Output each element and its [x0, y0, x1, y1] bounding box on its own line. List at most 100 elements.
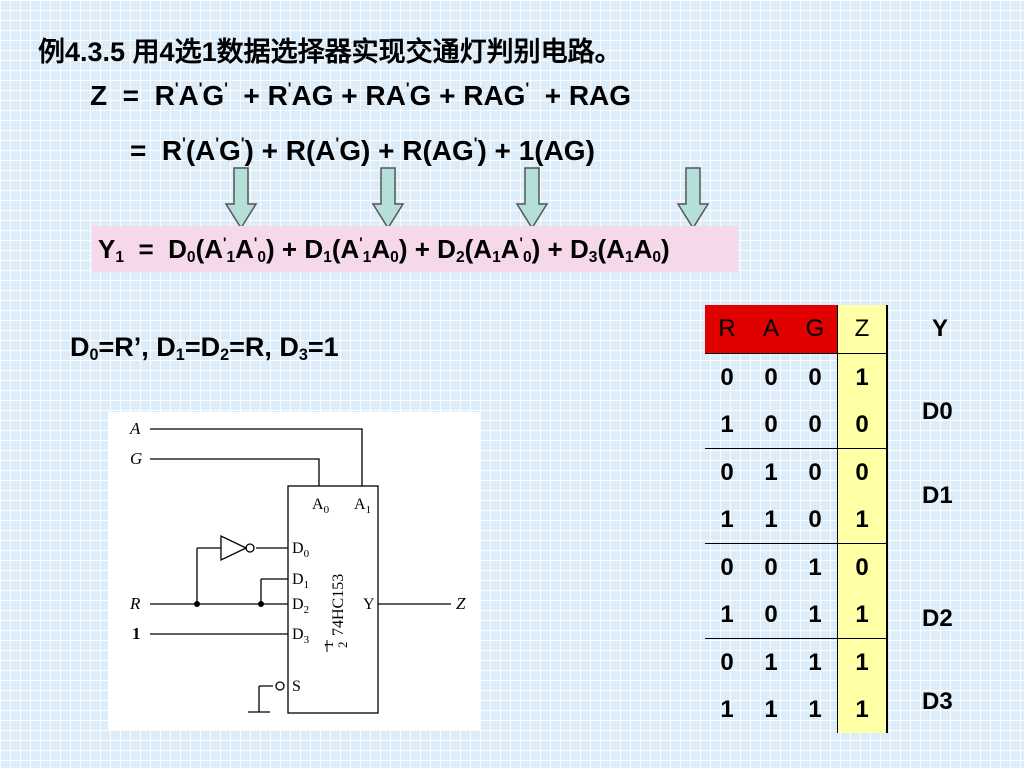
cell-z: 1	[837, 638, 888, 686]
group-3: R(AG')	[402, 135, 487, 166]
term-5: RAG	[568, 80, 632, 111]
chip-label: 1 2 74HC153	[321, 574, 350, 648]
y-label-d1: D1	[922, 482, 953, 509]
svg-text:1: 1	[321, 642, 336, 649]
cell-a: 0	[764, 410, 778, 438]
label-one: 1	[132, 624, 141, 643]
plus-sign: +	[243, 80, 260, 111]
label-g: G	[130, 449, 142, 468]
col-header-z: Z	[837, 305, 888, 354]
pin-d2: D2	[292, 596, 309, 616]
mapping-arrows	[224, 167, 710, 230]
cell-g: 1	[793, 543, 838, 591]
plus-sign: +	[261, 135, 278, 166]
cell-a: 0	[749, 353, 793, 401]
cell-g: 1	[808, 695, 822, 723]
term-3: RA'G	[365, 80, 432, 111]
cell-r: 1	[720, 695, 734, 723]
cell-a: 1	[764, 505, 778, 533]
col-header-a: A	[749, 305, 793, 354]
down-arrow-icon	[515, 167, 549, 230]
cell-a: 1	[764, 695, 778, 723]
y-header: Y	[932, 315, 949, 342]
inverter-bubble	[245, 543, 255, 553]
pin-s: S	[292, 678, 301, 695]
down-arrow-icon	[371, 167, 405, 230]
cell-a: 0	[764, 600, 778, 628]
wire-d1	[260, 578, 288, 604]
chip-74hc153	[287, 485, 379, 714]
y-label-d3: D3	[922, 688, 953, 715]
plus-sign: +	[378, 135, 395, 166]
cell-r: 0	[705, 543, 749, 591]
plus-sign: +	[341, 80, 358, 111]
plus-sign: +	[439, 80, 456, 111]
cell-z: 0	[837, 448, 888, 496]
label-a: A	[129, 419, 141, 438]
group-1: R'(A'G')	[161, 135, 254, 166]
cell-g: 1	[808, 600, 822, 628]
cell-a: 1	[749, 448, 793, 496]
s-bubble	[275, 681, 285, 691]
junction-dot	[258, 601, 264, 607]
cell-g: 0	[808, 410, 822, 438]
y1-equation: Y1 = D0(A'1A'0) + D1(A'1A0) + D2(A1A'0) …	[92, 226, 738, 272]
term-1: R'A'G'	[154, 80, 228, 111]
svg-text:74HC153: 74HC153	[330, 574, 347, 636]
cell-z: 0	[837, 401, 888, 449]
y-label-d2: D2	[922, 605, 953, 632]
junction-dot	[194, 601, 200, 607]
z-equation: Z = R'A'G' + R'AG + RA'G + RAG' + RAG	[90, 80, 631, 112]
d-assignment: D0=R’, D1=D2=R, D3=1	[70, 332, 339, 365]
pin-y: Y	[363, 596, 375, 613]
cell-r: 0	[705, 638, 749, 686]
label-r: R	[129, 594, 141, 613]
plus-sign: +	[544, 80, 562, 111]
page-title: 例4.3.5 用4选1数据选择器实现交通灯判别电路。	[38, 37, 622, 67]
cell-g: 0	[793, 353, 838, 401]
label-z: Z	[456, 594, 466, 613]
cell-a: 0	[749, 543, 793, 591]
pin-d1: D1	[292, 571, 309, 591]
cell-g: 0	[808, 505, 822, 533]
cell-r: 1	[720, 505, 734, 533]
equals-sign: =	[122, 80, 140, 111]
z-symbol: Z	[90, 80, 108, 111]
cell-g: 0	[793, 448, 838, 496]
circuit-diagram: A G R 1 Z A0 A1 D0 D1 D2 D3 S Y 1 2 74HC…	[108, 412, 480, 730]
cell-r: 0	[705, 353, 749, 401]
svg-text:2: 2	[335, 642, 350, 649]
cell-a: 1	[749, 638, 793, 686]
cell-z: 1	[837, 353, 888, 401]
cell-g: 1	[793, 638, 838, 686]
cell-r: 1	[720, 600, 734, 628]
col-header-r: R	[705, 305, 749, 354]
cell-z: 1	[837, 496, 888, 544]
wire-a	[150, 428, 363, 486]
down-arrow-icon	[224, 167, 258, 230]
term-2: R'AG	[267, 80, 334, 111]
pin-d3: D3	[292, 626, 310, 646]
not-gate-icon	[220, 534, 248, 562]
wire-s	[258, 685, 273, 712]
term-4: RAG'	[463, 80, 530, 111]
y-label-d0: D0	[922, 398, 953, 425]
equals-sign: =	[130, 135, 147, 166]
group-4: 1(AG)	[518, 135, 595, 166]
cell-r: 1	[720, 410, 734, 438]
z-equation-grouped: = R'(A'G') + R(A'G) + R(AG') + 1(AG)	[130, 135, 595, 167]
cell-r: 0	[705, 448, 749, 496]
table-header-row: R A G Z	[705, 305, 888, 354]
cell-z: 1	[837, 686, 888, 733]
pin-a0: A0	[312, 496, 330, 516]
plus-sign: +	[494, 135, 511, 166]
